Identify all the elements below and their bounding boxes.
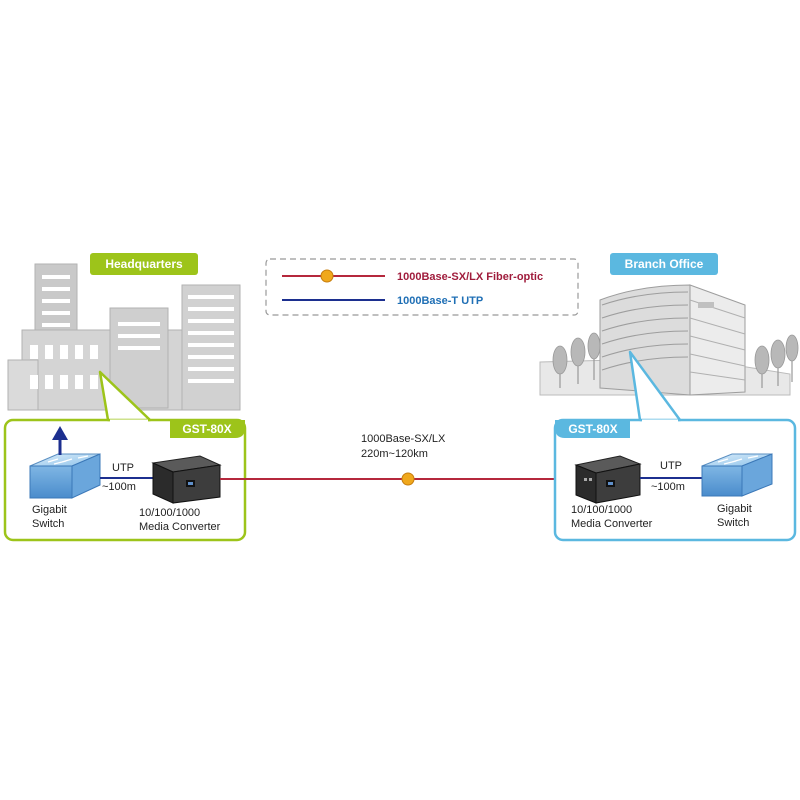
hq-converter-label-line1: 10/100/1000 (139, 507, 200, 519)
headquarters-box: GST-80X (3, 370, 247, 542)
hq-media-converter-icon (151, 455, 222, 504)
hq-converter-label-line2: Media Converter (139, 521, 221, 533)
branch-switch-label-line2: Switch (717, 517, 749, 529)
legend-fiber-label: 1000Base-SX/LX Fiber-optic (397, 271, 543, 283)
headquarters-tag: Headquarters (90, 253, 198, 275)
legend: 1000Base-SX/LX Fiber-optic 1000Base-T UT… (265, 258, 579, 316)
hq-model-tag: GST-80X (182, 422, 231, 436)
uplink-arrow-icon (52, 426, 68, 455)
branch-model-tag: GST-80X (568, 422, 617, 436)
hq-gigabit-switch-icon (29, 453, 101, 499)
branch-media-converter-icon (574, 455, 642, 504)
hq-switch-label-line1: Gigabit (32, 504, 67, 516)
fiber-type-label: 1000Base-SX/LX (361, 433, 446, 445)
branch-utp-distance: ~100m (651, 481, 685, 493)
hq-utp-distance: ~100m (102, 481, 136, 493)
branch-office-building-icon (539, 284, 799, 396)
branch-converter-label-line1: 10/100/1000 (571, 504, 632, 516)
branch-switch-label-line1: Gigabit (717, 503, 752, 515)
branch-gigabit-switch-icon (701, 453, 773, 497)
legend-connector-icon (320, 269, 334, 283)
legend-utp-label: 1000Base-T UTP (397, 295, 483, 307)
fiber-distance-label: 220m~120km (361, 448, 428, 460)
branch-utp-label: UTP (660, 460, 682, 472)
headquarters-building-icon (7, 263, 241, 411)
fiber-connector-icon (401, 472, 415, 486)
branch-office-tag: Branch Office (610, 253, 718, 275)
branch-converter-label-line2: Media Converter (571, 518, 653, 530)
branch-office-tag-label: Branch Office (625, 257, 704, 271)
hq-switch-label-line2: Switch (32, 518, 64, 530)
hq-utp-label: UTP (112, 462, 134, 474)
branch-office-box: GST-80X (553, 350, 797, 542)
headquarters-tag-label: Headquarters (105, 257, 183, 271)
